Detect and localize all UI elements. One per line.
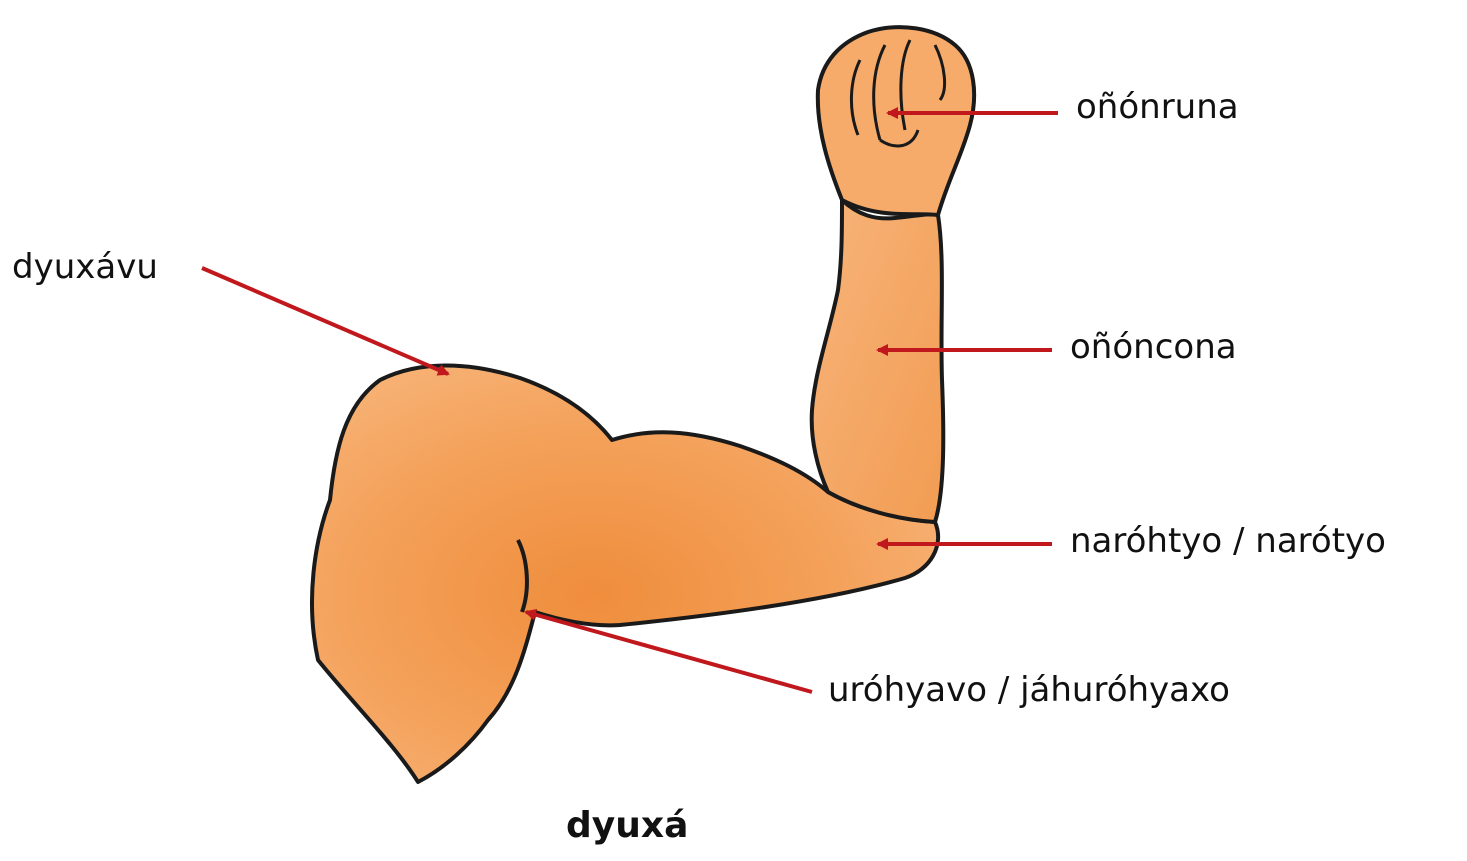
label-armpit: uróhyavo / jáhuróhyaxo — [828, 673, 1230, 707]
arrow-shoulder — [202, 268, 448, 374]
label-fist: oñónruna — [1076, 90, 1239, 124]
label-elbow: naróhtyo / narótyo — [1070, 524, 1386, 558]
fist — [818, 27, 974, 215]
diagram-title: dyuxá — [566, 808, 688, 844]
label-forearm: oñóncona — [1070, 330, 1237, 364]
label-shoulder: dyuxávu — [12, 250, 158, 284]
arrow-armpit — [526, 612, 812, 692]
forearm — [812, 200, 944, 522]
